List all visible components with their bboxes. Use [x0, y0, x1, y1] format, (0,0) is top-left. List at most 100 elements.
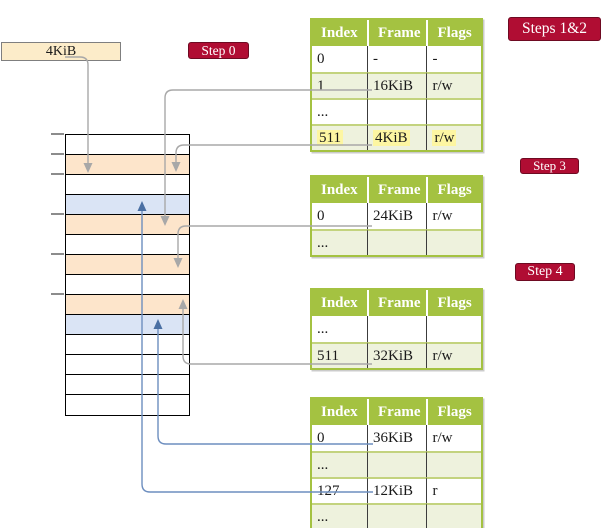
- memory-tick: [51, 173, 64, 175]
- col-header-flags: Flags: [426, 177, 482, 203]
- col-header-flags: Flags: [426, 290, 482, 316]
- table-cell: ...: [312, 229, 367, 255]
- col-header-frame: Frame: [367, 399, 427, 425]
- badge-step-4-label: Step 4: [527, 264, 563, 279]
- memory-box: [65, 134, 190, 416]
- table-cell: [367, 316, 426, 342]
- page-table-steps12: Index Frame Flags 0 - - 1 16KiB r/w ... …: [310, 18, 484, 152]
- table-cell: r/w: [426, 342, 482, 368]
- badge-step-0-label: Step 0: [201, 42, 236, 58]
- table-row: ...: [312, 98, 482, 124]
- frame-size-label: 4KiB: [45, 43, 77, 59]
- col-header-index: Index: [312, 399, 367, 425]
- memory-tick: [51, 213, 64, 215]
- table-cell: 32KiB: [367, 342, 427, 368]
- badge-step-3-label: Step 3: [533, 158, 566, 173]
- frame-size-label-box: 4KiB: [1, 42, 121, 61]
- memory-row-orange: [66, 295, 189, 315]
- table-cell: [367, 229, 427, 255]
- memory-row-orange: [66, 215, 189, 235]
- table-cell: [367, 503, 427, 528]
- table-cell: ...: [312, 503, 367, 528]
- table-cell: ...: [312, 98, 367, 124]
- table-row-highlighted: 511 4KiB r/w: [312, 124, 482, 150]
- memory-row-orange: [66, 155, 189, 175]
- page-table-step3: Index Frame Flags 0 24KiB r/w ...: [310, 175, 484, 257]
- col-header-frame: Frame: [367, 20, 427, 46]
- col-header-frame: Frame: [367, 177, 427, 203]
- highlight-mark: 4KiB: [373, 129, 410, 146]
- table-header-row: Index Frame Flags: [312, 20, 482, 46]
- table-row: ...: [312, 451, 482, 477]
- table-cell: 0: [317, 50, 325, 67]
- highlight-mark: 511: [317, 129, 343, 146]
- table-cell: [426, 316, 481, 342]
- table-cell: 12KiB: [367, 477, 427, 503]
- table-row: 511 32KiB r/w: [312, 342, 482, 368]
- table-row: ...: [312, 229, 482, 255]
- col-header-index: Index: [312, 20, 367, 46]
- table-cell: 16KiB: [367, 72, 427, 98]
- table-row: 0 - -: [312, 46, 481, 72]
- table-cell: 24KiB: [367, 203, 426, 229]
- table-header-row: Index Frame Flags: [312, 399, 482, 425]
- table-cell: r: [426, 477, 482, 503]
- table-cell: 511: [312, 342, 367, 368]
- memory-row-white: [66, 135, 189, 155]
- badge-step-0: Step 0: [188, 42, 249, 59]
- page-table-step4: Index Frame Flags ... 511 32KiB r/w: [310, 288, 484, 370]
- table-cell: 511: [312, 124, 367, 150]
- table-cell: [426, 451, 482, 477]
- table-cell: r/w: [426, 203, 481, 229]
- memory-tick: [51, 153, 64, 155]
- table-cell: 0: [317, 429, 325, 446]
- memory-tick: [51, 293, 64, 295]
- page-table-final: Index Frame Flags 0 36KiB r/w ... 127 12…: [310, 397, 484, 528]
- table-row: 0 24KiB r/w: [312, 203, 481, 229]
- table-row: 1 16KiB r/w: [312, 72, 482, 98]
- table-row: ...: [312, 503, 482, 528]
- table-cell: 1: [312, 72, 367, 98]
- col-header-flags: Flags: [426, 20, 482, 46]
- memory-row-blue: [66, 315, 189, 335]
- table-cell: [367, 98, 427, 124]
- badge-steps-1-2: Steps 1&2: [508, 17, 601, 41]
- table-row: 127 12KiB r: [312, 477, 482, 503]
- col-header-flags: Flags: [426, 399, 482, 425]
- memory-row-white: [66, 375, 189, 395]
- memory-row-orange: [66, 255, 189, 275]
- table-cell: r/w: [426, 124, 482, 150]
- memory-row-white: [66, 395, 189, 415]
- memory-row-white: [66, 235, 189, 255]
- col-header-index: Index: [312, 290, 367, 316]
- memory-row-white: [66, 355, 189, 375]
- memory-tick: [51, 133, 64, 135]
- table-header-row: Index Frame Flags: [312, 290, 482, 316]
- col-header-index: Index: [312, 177, 367, 203]
- table-cell: [426, 503, 482, 528]
- table-cell: -: [367, 46, 426, 72]
- table-cell: r/w: [426, 72, 482, 98]
- table-cell: ...: [317, 320, 329, 337]
- table-cell: 36KiB: [367, 425, 426, 451]
- badge-step-4: Step 4: [515, 263, 575, 281]
- memory-tick: [51, 253, 64, 255]
- table-cell: 4KiB: [367, 124, 427, 150]
- memory-row-white: [66, 275, 189, 295]
- table-cell: ...: [312, 451, 367, 477]
- table-cell: -: [426, 46, 481, 72]
- table-cell: 127: [312, 477, 367, 503]
- table-cell: [426, 98, 482, 124]
- table-cell: [426, 229, 482, 255]
- memory-row-white: [66, 335, 189, 355]
- table-cell: r/w: [426, 425, 481, 451]
- table-header-row: Index Frame Flags: [312, 177, 482, 203]
- table-row: ...: [312, 316, 481, 342]
- table-cell: [367, 451, 427, 477]
- highlight-mark: r/w: [432, 129, 457, 146]
- memory-row-white: [66, 175, 189, 195]
- col-header-frame: Frame: [367, 290, 427, 316]
- table-row: 0 36KiB r/w: [312, 425, 481, 451]
- badge-step-3: Step 3: [520, 158, 579, 174]
